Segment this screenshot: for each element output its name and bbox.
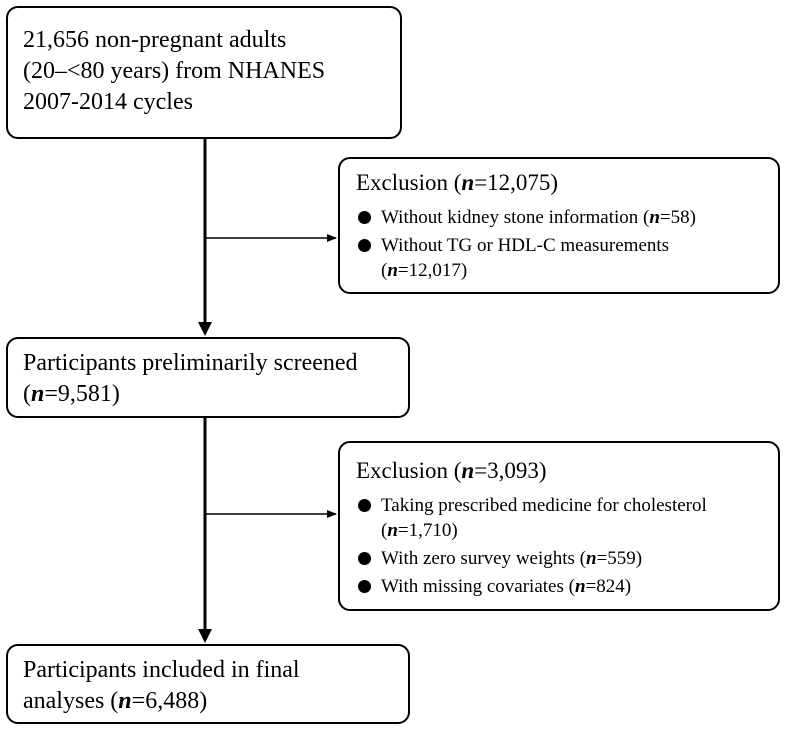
initial-population-text: 21,656 non-pregnant adults (20–<80 years… — [23, 25, 400, 118]
exclusion-2-item-1-line-1: Taking prescribed medicine for cholester… — [381, 495, 707, 516]
box-exclusion-2: Exclusion (n=3,093) Taking prescribed me… — [338, 441, 780, 611]
exclusion-1-item-2-line-2: (n=12,017) — [381, 260, 468, 281]
exclusion-1-list: Without kidney stone information (n=58) … — [356, 205, 778, 283]
final-line-1: Participants included in final — [23, 657, 300, 683]
final-text: Participants included in final analyses … — [23, 655, 408, 717]
box-screened: Participants preliminarily screened (n=9… — [6, 337, 410, 418]
initial-line-3: 2007-2014 cycles — [23, 89, 193, 115]
screened-text: Participants preliminarily screened (n=9… — [23, 348, 408, 410]
exclusion-1-item-2: Without TG or HDL-C measurements (n=12,0… — [356, 233, 778, 283]
screened-line-2: (n=9,581) — [23, 381, 120, 407]
exclusion-2-item-3: With missing covariates (n=824) — [356, 574, 778, 599]
exclusion-1-item-2-line-1: Without TG or HDL-C measurements — [381, 235, 670, 256]
exclusion-2-item-1: Taking prescribed medicine for cholester… — [356, 493, 778, 543]
screened-line-1: Participants preliminarily screened — [23, 350, 358, 376]
exclusion-2-item-2-line-1: With zero survey weights (n=559) — [381, 548, 643, 569]
exclusion-1-item-1-line-1: Without kidney stone information (n=58) — [381, 207, 696, 228]
initial-line-2: (20–<80 years) from NHANES — [23, 58, 326, 84]
exclusion-2-list: Taking prescribed medicine for cholester… — [356, 493, 778, 599]
final-line-2: analyses (n=6,488) — [23, 688, 208, 714]
box-final-analyses: Participants included in final analyses … — [6, 644, 410, 724]
exclusion-2-title: Exclusion (n=3,093) — [356, 458, 547, 483]
exclusion-2-item-1-line-2: (n=1,710) — [381, 520, 458, 541]
exclusion-2-item-2: With zero survey weights (n=559) — [356, 546, 778, 571]
exclusion-1-title: Exclusion (n=12,075) — [356, 170, 559, 195]
exclusion-2-item-3-line-1: With missing covariates (n=824) — [381, 576, 632, 597]
box-initial-population: 21,656 non-pregnant adults (20–<80 years… — [6, 6, 402, 139]
arrow-head-1 — [198, 322, 212, 336]
initial-line-1: 21,656 non-pregnant adults — [23, 27, 287, 53]
exclusion-1-item-1: Without kidney stone information (n=58) — [356, 205, 778, 230]
arrow-head-2 — [198, 629, 212, 643]
box-exclusion-1: Exclusion (n=12,075) Without kidney ston… — [338, 157, 780, 294]
